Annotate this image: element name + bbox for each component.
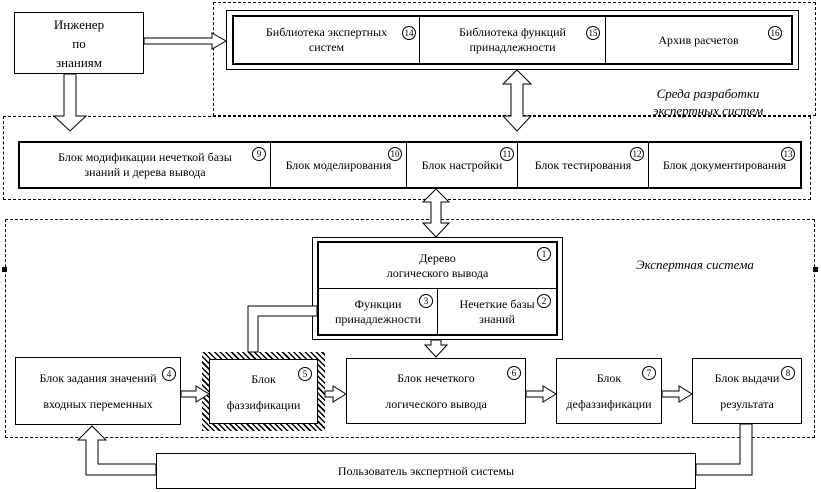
expert-system-region (5, 219, 815, 438)
arrow-4-to-5 (180, 385, 210, 403)
block-9-line-2: знаний и дерева вывода (84, 165, 206, 179)
block-2-line-1: Нечеткие базы (459, 296, 535, 311)
badge-3: 3 (419, 294, 433, 308)
badge-1: 1 (537, 247, 551, 261)
tuning-block: Блок настройки (407, 143, 518, 187)
modeling-block: Блок моделирования (271, 143, 407, 187)
badge-2: 2 (537, 294, 551, 308)
arrow-membership-to-fuzzification (247, 305, 318, 353)
block-13-line-1: Блок документирования (662, 157, 787, 172)
block-8-line-1: Блок выдачи (714, 371, 780, 385)
arrow-7-to-8 (661, 385, 693, 403)
block-2-line-2: знаний (479, 311, 515, 326)
badge-6: 6 (507, 366, 521, 380)
arrow-6-to-7 (525, 385, 557, 403)
engineer-line-1: Инженер (53, 17, 105, 32)
block-8-line-2: результата (720, 397, 774, 411)
arrow-5-to-6 (324, 385, 347, 403)
block-15-line-1: Библиотека функций (459, 25, 566, 39)
fuzzy-inference-block: Блок нечеткого логического вывода (346, 358, 526, 424)
expert-system-label-text: Экспертная система (636, 257, 754, 272)
badge-5: 5 (298, 367, 312, 381)
double-arrow-tools-knowledge-base (421, 188, 451, 238)
env-label-line-1: Среда разработки (656, 86, 760, 101)
arrow-kb-to-inference (423, 339, 449, 358)
block-1-line-2: логического вывода (386, 265, 489, 280)
block-10-line-1: Блок моделирования (285, 157, 392, 172)
double-arrow-libraries-tools (501, 69, 533, 132)
dev-environment-label: Среда разработки экспертных систем (608, 86, 808, 120)
badge-13: 13 (781, 147, 795, 161)
arrow-engineer-to-libraries (143, 32, 228, 50)
block-16-line-1: Архив расчетов (658, 32, 739, 47)
badge-15: 15 (586, 26, 600, 40)
block-9-line-1: Блок модификации нечеткой базы (58, 150, 232, 164)
block-14-line-2: систем (308, 40, 345, 54)
block-5-line-2: фаззификации (226, 397, 301, 412)
badge-12: 12 (630, 147, 644, 161)
block-3-line-1: Функции (354, 296, 402, 311)
handle-right (813, 267, 818, 272)
block-11-line-1: Блок настройки (421, 157, 503, 172)
documenting-block: Блок документирования (649, 143, 800, 187)
arrow-user-to-input (76, 425, 157, 476)
block-7-line-2: дефаззификации (566, 397, 652, 411)
block-6-line-2: логического вывода (385, 397, 487, 411)
user-label: Пользователь экспертной системы (337, 463, 515, 478)
connector-result-to-user (695, 423, 753, 476)
block-4-line-2: входных переменных (43, 397, 153, 411)
badge-9: 9 (252, 147, 266, 161)
tool-blocks-region (3, 116, 811, 200)
badge-4: 4 (162, 367, 176, 381)
handle-left (2, 267, 7, 272)
engineer-line-2: по (72, 36, 86, 51)
block-5-line-1: Блок (251, 371, 276, 386)
block-14-line-1: Библиотека экспертных (265, 25, 388, 39)
engineer-line-3: знаниям (56, 55, 102, 70)
block-1-line-1: Дерево (419, 250, 456, 265)
block-3-line-2: принадлежности (334, 311, 421, 326)
badge-8: 8 (781, 366, 795, 380)
badge-14: 14 (402, 26, 416, 40)
badge-11: 11 (500, 147, 514, 161)
badge-10: 10 (388, 147, 402, 161)
expert-system-user-box: Пользователь экспертной системы (156, 453, 696, 489)
badge-16: 16 (768, 26, 782, 40)
calculations-archive: Архив расчетов (606, 17, 791, 63)
env-label-line-2: экспертных систем (652, 102, 764, 118)
block-15-line-2: принадлежности (469, 40, 556, 54)
expert-system-label: Экспертная система (610, 257, 780, 274)
badge-7: 7 (642, 366, 656, 380)
arrow-engineer-to-tools (52, 73, 88, 132)
block-12-line-1: Блок тестирования (534, 157, 632, 172)
input-values-block: Блок задания значений входных переменных (15, 357, 181, 425)
knowledge-engineer-box: Инженер по знаниям (14, 12, 144, 74)
block-4-line-1: Блок задания значений (39, 371, 157, 385)
block-6-line-1: Блок нечеткого (397, 371, 475, 385)
testing-block: Блок тестирования (518, 143, 649, 187)
block-7-line-1: Блок (596, 371, 622, 385)
